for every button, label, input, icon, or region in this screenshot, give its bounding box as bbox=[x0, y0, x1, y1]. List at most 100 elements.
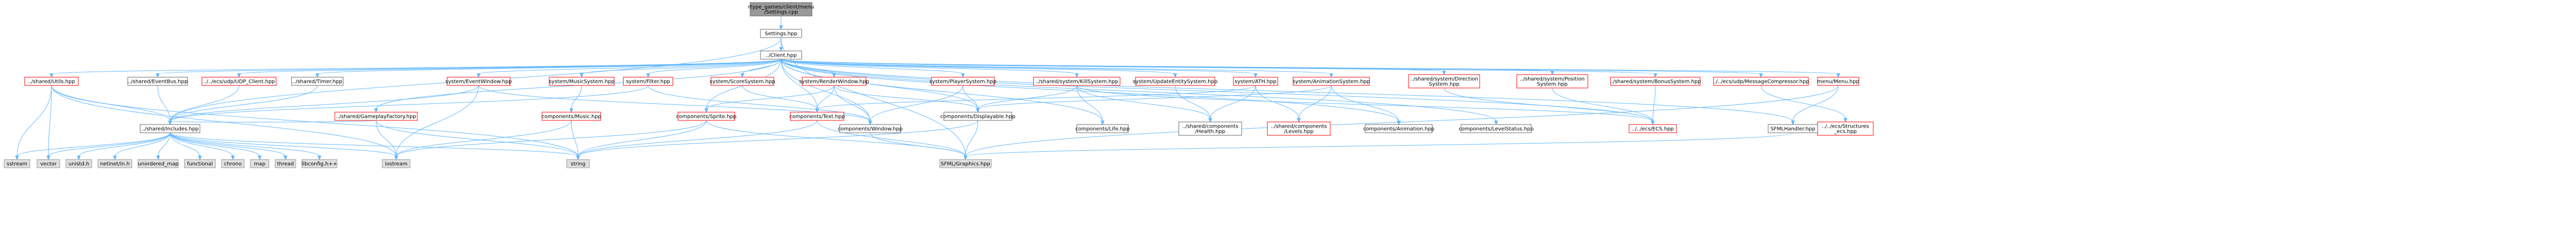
node-message-compressor[interactable]: ../../ecs/udp/MessageCompressor.hpp bbox=[1713, 77, 1809, 86]
node-window-hpp[interactable]: components/Window.hpp bbox=[838, 124, 903, 133]
node-includes-hpp[interactable]: ../shared/Includes.hpp bbox=[140, 124, 200, 133]
node-label: ../shared/system/KillSystem.hpp bbox=[1035, 79, 1118, 85]
node-sfml-handler[interactable]: SFMLHandler.hpp bbox=[1768, 124, 1818, 133]
node-label: components/Displayable.hpp bbox=[940, 114, 1015, 120]
node-label: menu/Menu.hpp bbox=[1817, 79, 1859, 85]
node-music-system[interactable]: system/MusicSystem.hpp bbox=[549, 77, 615, 86]
edge-player_system-to-window_hpp bbox=[868, 85, 963, 126]
edge-client_hpp-to-kill_system bbox=[781, 59, 1079, 78]
node-libconfig[interactable]: libconfig.h++ bbox=[301, 159, 337, 168]
edge-animation_system-to-animation_hpp bbox=[1331, 85, 1401, 126]
edge-client_hpp-to-ecs_hpp bbox=[781, 59, 1655, 126]
node-update-entity[interactable]: system/UpdateEntitySystem.hpp bbox=[1133, 77, 1217, 86]
node-player-system[interactable]: system/PlayerSystem.hpp bbox=[929, 77, 996, 86]
edge-includes_hpp-to-sstream bbox=[15, 132, 171, 161]
node-iostream[interactable]: iostream bbox=[382, 159, 411, 168]
node-menu-hpp[interactable]: menu/Menu.hpp bbox=[1817, 77, 1859, 86]
node-unordered-map[interactable]: unordered_map bbox=[138, 159, 179, 168]
node-netinet[interactable]: netinet/in.h bbox=[97, 159, 132, 168]
node-settings-hpp[interactable]: Settings.hpp bbox=[760, 29, 802, 38]
node-thread[interactable]: thread bbox=[275, 159, 296, 168]
node-map[interactable]: map bbox=[250, 159, 269, 168]
node-sfml-graphics[interactable]: SFML/Graphics.hpp bbox=[939, 159, 992, 168]
edge-client_hpp-to-level_status bbox=[781, 59, 1498, 126]
node-label: components/Animation.hpp bbox=[1363, 127, 1434, 132]
edge-client_hpp-to-animation_system bbox=[781, 59, 1333, 78]
edge-displayable_hpp-to-string bbox=[576, 120, 978, 161]
node-health-hpp[interactable]: ../shared/components/Health.hpp bbox=[1178, 121, 1242, 136]
edge-music_system-to-music_hpp bbox=[569, 85, 582, 113]
node-vector[interactable]: vector bbox=[37, 159, 60, 168]
node-levels-hpp[interactable]: ../shared/components/Levels.hpp bbox=[1267, 121, 1331, 136]
edge-sprite_hpp-to-iostream bbox=[394, 120, 707, 161]
node-bonus-system[interactable]: ../shared/system/BonusSystem.hpp bbox=[1609, 77, 1701, 86]
node-score-system[interactable]: system/ScoreSystem.hpp bbox=[709, 77, 775, 86]
node-event-bus[interactable]: ../shared/EventBus.hpp bbox=[127, 77, 188, 86]
node-sstream[interactable]: sstream bbox=[4, 159, 30, 168]
node-render-window[interactable]: system/RenderWindow.hpp bbox=[799, 77, 869, 86]
node-ath-hpp[interactable]: system/ATH.hpp bbox=[1233, 77, 1278, 86]
node-utils-hpp[interactable]: ../shared/Utils.hpp bbox=[24, 77, 79, 86]
node-unistd[interactable]: unistd.h bbox=[65, 159, 92, 168]
node-kill-system[interactable]: ../shared/system/KillSystem.hpp bbox=[1033, 77, 1121, 86]
node-string[interactable]: string bbox=[566, 159, 590, 168]
edge-animation_system-to-levels_hpp bbox=[1297, 85, 1332, 123]
node-displayable-hpp[interactable]: components/Displayable.hpp bbox=[940, 112, 1015, 121]
node-label: /Settings.cpp bbox=[764, 10, 798, 15]
node-sprite-hpp[interactable]: components/Sprite.hpp bbox=[676, 112, 737, 121]
node-structures-ecs[interactable]: ../../ecs/Structures_ecs.hpp bbox=[1817, 121, 1874, 136]
node-udp-client[interactable]: ../../ecs/udp/UDP_Client.hpp bbox=[201, 77, 277, 86]
node-label: chrono bbox=[224, 162, 242, 167]
node-label: components/Life.hpp bbox=[1075, 127, 1129, 132]
edge-includes_hpp-to-map bbox=[170, 132, 262, 161]
node-label: ../shared/Utils.hpp bbox=[28, 79, 75, 85]
edge-client_hpp-to-music_system bbox=[580, 59, 782, 78]
edge-music_hpp-to-string bbox=[571, 120, 580, 161]
node-label: SFML/Graphics.hpp bbox=[941, 162, 990, 167]
node-music-hpp[interactable]: components/Music.hpp bbox=[541, 112, 601, 121]
node-label: map bbox=[254, 162, 265, 167]
node-level-status[interactable]: components/LevelStatus.hpp bbox=[1459, 124, 1534, 133]
node-label: ../shared/Includes.hpp bbox=[142, 127, 199, 132]
node-animation-system[interactable]: system/AnimationSystem.hpp bbox=[1293, 77, 1370, 86]
node-client-hpp[interactable]: ../Client.hpp bbox=[760, 50, 802, 60]
edge-menu_hpp-to-sfml_handler bbox=[1791, 85, 1839, 126]
node-life-hpp[interactable]: components/Life.hpp bbox=[1075, 124, 1130, 133]
node-chrono[interactable]: chrono bbox=[221, 159, 245, 168]
node-label: ../../ecs/ECS.hpp bbox=[1632, 127, 1674, 132]
node-text-hpp[interactable]: components/Text.hpp bbox=[789, 112, 845, 121]
node-functional[interactable]: functional bbox=[184, 159, 216, 168]
edge-client_hpp-to-sfml_handler bbox=[781, 59, 1795, 126]
node-filter-hpp[interactable]: system/Filter.hpp bbox=[623, 77, 673, 86]
node-label: system/AnimationSystem.hpp bbox=[1293, 79, 1370, 85]
node-label: SFMLHandler.hpp bbox=[1771, 127, 1816, 132]
node-label: string bbox=[571, 162, 586, 167]
edge-root-to-settings_hpp bbox=[779, 15, 783, 30]
node-label: /Levels.hpp bbox=[1284, 129, 1313, 135]
node-label: system/RenderWindow.hpp bbox=[799, 79, 869, 85]
edge-client_hpp-to-player_system bbox=[781, 59, 965, 78]
node-timer-hpp[interactable]: ../shared/Timer.hpp bbox=[291, 77, 344, 86]
edge-sfml_handler-to-sfml_graphics bbox=[963, 132, 1793, 161]
edge-kill_system-to-life_hpp bbox=[1076, 85, 1105, 126]
edge-client_hpp-to-ath_hpp bbox=[781, 59, 1258, 78]
edge-client_hpp-to-filter_hpp bbox=[646, 59, 782, 78]
node-label: ../shared/EventBus.hpp bbox=[128, 79, 188, 85]
node-ecs-hpp[interactable]: ../../ecs/ECS.hpp bbox=[1629, 124, 1677, 133]
node-label: ../shared/system/Position bbox=[1520, 77, 1585, 82]
node-gameplay-factory[interactable]: ../shared/GameplayFactory.hpp bbox=[334, 112, 418, 121]
edge-client_hpp-to-event_window bbox=[477, 59, 782, 78]
node-label: unistd.h bbox=[69, 162, 89, 167]
node-label: Settings.hpp bbox=[765, 31, 797, 37]
edge-render_window-to-sprite_hpp bbox=[704, 85, 835, 113]
node-label: ../../ecs/udp/UDP_Client.hpp bbox=[203, 79, 275, 85]
node-event-window[interactable]: system/EventWindow.hpp bbox=[446, 77, 512, 86]
edge-includes_hpp-to-thread bbox=[170, 132, 287, 161]
node-animation-hpp[interactable]: components/Animation.hpp bbox=[1363, 124, 1434, 133]
node-label: functional bbox=[187, 162, 213, 167]
node-label: components/Text.hpp bbox=[789, 114, 845, 120]
node-label: components/Window.hpp bbox=[838, 127, 903, 132]
edge-client_hpp-to-udp_client bbox=[237, 59, 782, 78]
